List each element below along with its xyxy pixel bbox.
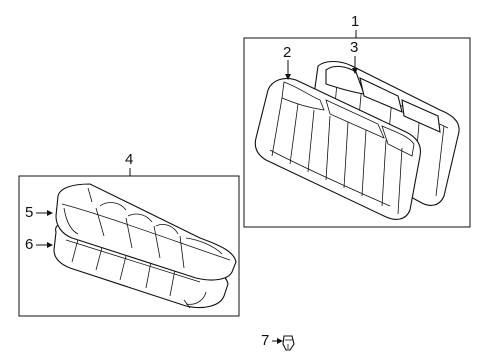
leader-arrow-7 xyxy=(277,338,283,344)
leader-arrow-3 xyxy=(352,68,358,74)
callout-7: 7 xyxy=(261,332,270,349)
callout-5: 5 xyxy=(25,204,34,221)
callout-6: 6 xyxy=(25,236,34,253)
leader-arrow-6 xyxy=(47,242,53,248)
seat-cushion-group-box xyxy=(18,175,240,317)
callout-1: 1 xyxy=(351,13,360,30)
seat-cushion-cover-icon xyxy=(55,183,237,281)
callout-4: 4 xyxy=(125,151,134,168)
callout-2: 2 xyxy=(283,44,292,61)
leader-arrow-2 xyxy=(285,74,291,80)
seat-back-group-box xyxy=(243,37,471,228)
clip-icon xyxy=(282,335,295,351)
callout-3: 3 xyxy=(350,39,359,56)
leader-arrow-5 xyxy=(47,210,53,216)
seat-back-cover-icon xyxy=(254,77,422,220)
